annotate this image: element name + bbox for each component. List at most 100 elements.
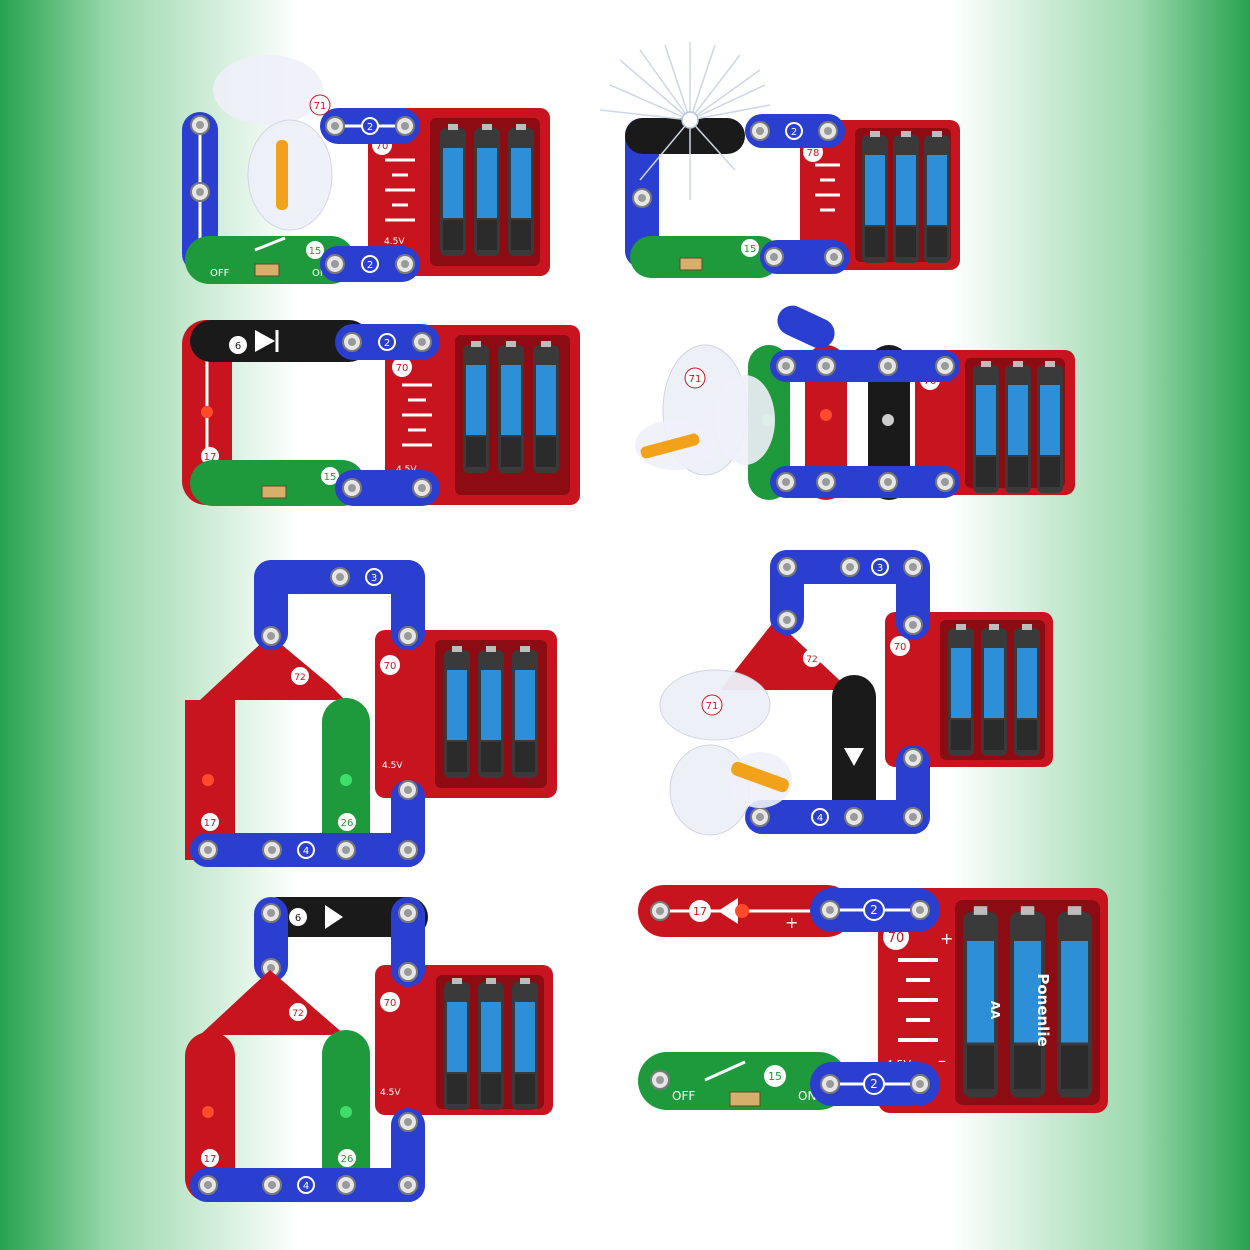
- battery-holder: 78: [800, 120, 960, 270]
- circuit-diode-led-switch: 70 4.5V 17 6 2 15: [182, 320, 580, 506]
- battery-holder: 70 4.5V: [375, 630, 557, 798]
- ic-id-label: 72: [294, 673, 305, 683]
- wire-bottom: 2: [320, 246, 420, 282]
- svg-text:2: 2: [367, 122, 373, 133]
- circuit-ic-diode-leds: 70 4.5V 6 72 17 26 4: [185, 897, 553, 1202]
- svg-text:4: 4: [303, 846, 309, 857]
- svg-text:OFF: OFF: [210, 268, 230, 279]
- svg-text:15: 15: [768, 1070, 782, 1083]
- svg-text:+: +: [785, 913, 798, 932]
- led-icon: [201, 406, 213, 418]
- fan-blade-icon: 71: [659, 669, 792, 836]
- wire-top: 3: [255, 560, 425, 594]
- red-led-module: [805, 345, 847, 500]
- circuit-motor-switch: 70 4.5V 2 15 OFF ON 2: [182, 55, 550, 284]
- led-icon: [340, 1106, 352, 1118]
- switch-icon: [704, 1060, 746, 1082]
- svg-text:3: 3: [371, 573, 377, 584]
- wire-right: [391, 897, 425, 987]
- svg-text:3: 3: [877, 563, 883, 574]
- wire-top: 2: [810, 888, 940, 932]
- fiber-lamp-id-label: 78: [807, 148, 820, 159]
- led-icon: [202, 1106, 214, 1118]
- circuit-motor-leds: 70 71: [635, 305, 1075, 500]
- diode-icon: [844, 748, 864, 766]
- svg-text:71: 71: [706, 701, 719, 712]
- motor-id-label: 71: [314, 101, 327, 112]
- wire-jumper: [777, 305, 835, 349]
- ic-module: [200, 970, 345, 1035]
- wire-bottom: 4: [190, 1108, 425, 1202]
- wire-bottom: 4: [190, 780, 425, 867]
- battery-id-label: 70: [376, 141, 389, 152]
- battery-voltage-label: 4.5V: [384, 237, 405, 247]
- svg-text:–: –: [938, 1051, 946, 1070]
- battery-cell-icon: [440, 124, 466, 256]
- wire-top: [770, 350, 960, 382]
- battery-holder: 70 4.5V: [385, 325, 580, 505]
- ic-module: [720, 620, 850, 690]
- svg-text:OFF: OFF: [672, 1089, 695, 1103]
- diode-id-label: 6: [235, 341, 241, 352]
- diode-icon: [255, 330, 275, 352]
- battery-holder: 70 4.5V: [368, 108, 550, 276]
- wire-top: 2: [745, 114, 845, 148]
- wire-bottom: 2: [810, 1062, 940, 1106]
- svg-text:70: 70: [384, 661, 397, 672]
- switch[interactable]: 15 OFF ON: [185, 236, 355, 284]
- fan-blade-icon: 71: [213, 55, 333, 231]
- battery-cell-icon: [1057, 906, 1093, 1098]
- svg-text:70: 70: [384, 998, 397, 1009]
- battery-holder: 70 4.5V: [375, 965, 553, 1115]
- svg-text:17: 17: [204, 452, 217, 463]
- svg-text:ON: ON: [312, 268, 327, 279]
- wire-right: [391, 560, 425, 650]
- wire-bottom: [335, 470, 440, 506]
- switch[interactable]: 15: [630, 236, 780, 278]
- svg-text:17: 17: [693, 905, 707, 918]
- svg-text:2: 2: [870, 1077, 878, 1091]
- svg-text:6: 6: [295, 913, 301, 924]
- switch-id-label: 15: [309, 246, 322, 257]
- lamp-base: [625, 118, 745, 154]
- svg-text:15: 15: [324, 472, 337, 483]
- wire-top: 2: [335, 324, 440, 360]
- battery-brand-label: Ponenlie: [1034, 973, 1052, 1046]
- battery-size-label: AA: [988, 1001, 1002, 1020]
- svg-text:4.5V: 4.5V: [382, 761, 403, 771]
- diode-module: 6: [190, 320, 370, 362]
- svg-text:15: 15: [744, 244, 757, 255]
- svg-text:4: 4: [303, 1181, 309, 1192]
- svg-text:2: 2: [367, 260, 373, 271]
- svg-text:70: 70: [894, 642, 907, 653]
- svg-text:71: 71: [689, 374, 702, 385]
- led-icon: [340, 774, 352, 786]
- battery-holder: 70: [915, 350, 1075, 495]
- led-icon: [735, 904, 749, 918]
- battery-holder: 70: [885, 612, 1053, 767]
- led-icon: [202, 774, 214, 786]
- battery-cell-icon: [508, 124, 534, 256]
- wire-left: [182, 112, 218, 272]
- wire-top: 2: [320, 108, 420, 144]
- circuit-led-switch-large: Ponenlie AA 70 4.5V + – 17 +: [638, 885, 1108, 1113]
- circuit-ic-motor: 70 72 3 4 71: [659, 550, 1053, 836]
- svg-text:2: 2: [384, 338, 390, 349]
- diode-icon: [718, 898, 738, 924]
- svg-text:26: 26: [341, 1154, 354, 1165]
- svg-text:2: 2: [791, 127, 797, 138]
- wire-bottom: 4: [745, 745, 930, 834]
- diode-icon: [325, 905, 343, 929]
- switch[interactable]: 15: [190, 460, 365, 506]
- battery-holder: Ponenlie AA 70 4.5V + –: [878, 888, 1108, 1113]
- svg-text:72: 72: [292, 1009, 303, 1019]
- battery-cell-icon: [474, 124, 500, 256]
- svg-text:72: 72: [806, 655, 817, 665]
- wire-bottom: [760, 240, 850, 274]
- wire-left: [254, 560, 288, 650]
- svg-text:4: 4: [817, 813, 823, 824]
- svg-text:70: 70: [396, 363, 409, 374]
- green-led-id-label: 26: [341, 818, 354, 829]
- wire-left: [625, 118, 659, 268]
